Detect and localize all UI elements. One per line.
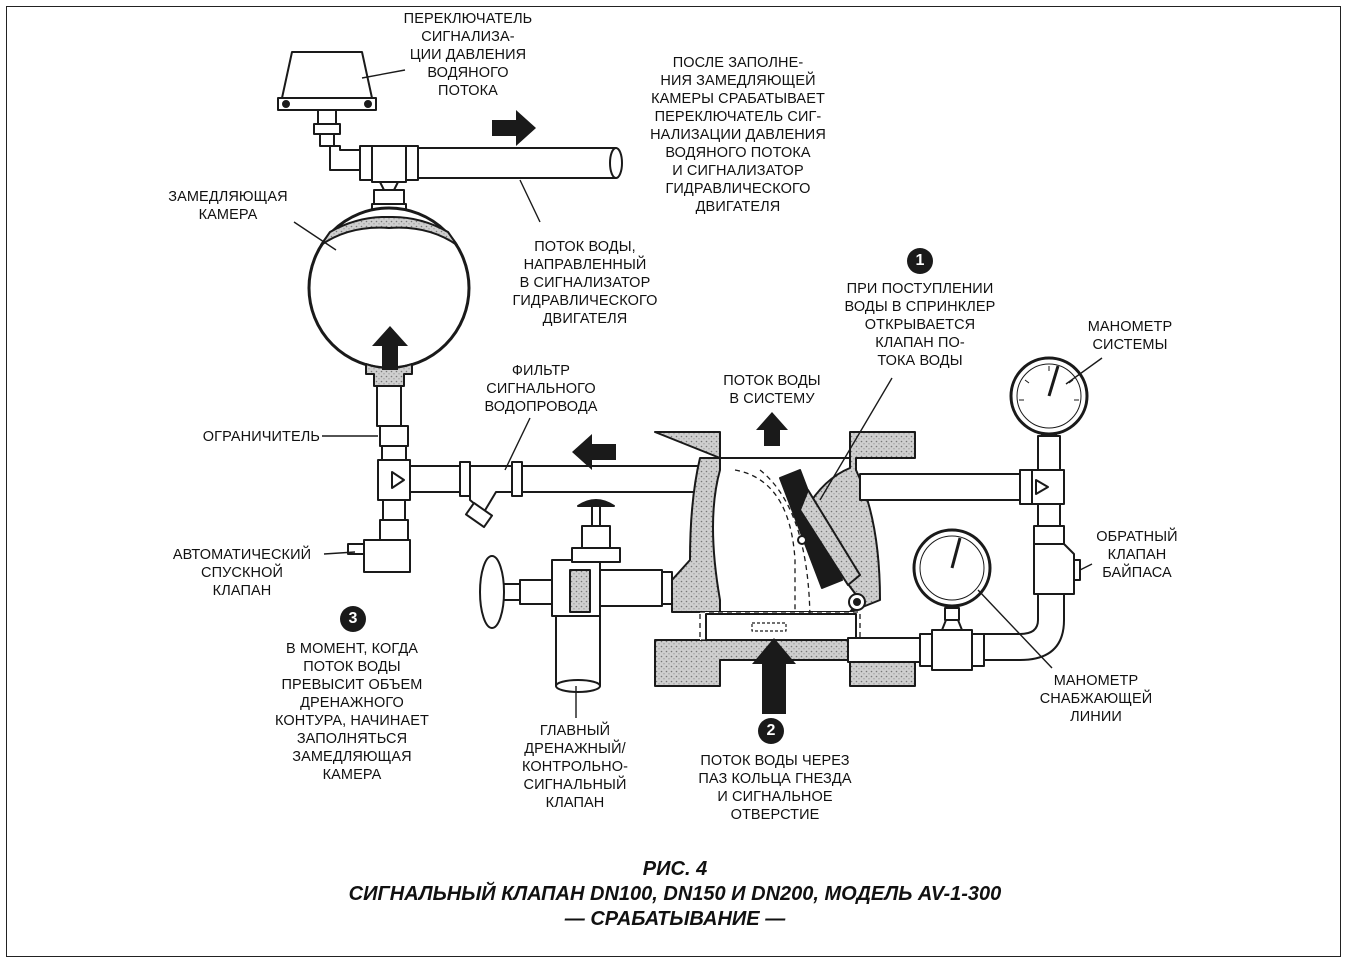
label-after-fill: ПОСЛЕ ЗАПОЛНЕ- НИЯ ЗАМЕДЛЯЮЩЕЙ КАМЕРЫ СР…	[650, 55, 826, 215]
leader-lines	[293, 69, 1103, 718]
supply-trim	[847, 528, 992, 671]
label-retard-chamber: ЗАМЕДЛЯЮЩАЯ КАМЕРА	[168, 189, 288, 223]
signal-pipe-top	[329, 145, 623, 205]
figure-number: РИС. 4	[642, 858, 708, 880]
label-alarm-strainer: ФИЛЬТР СИГНАЛЬНОГО ВОДОПРОВОДА	[484, 363, 598, 415]
step-2-badge: 2	[758, 718, 784, 744]
figure-subtitle: — СРАБАТЫВАНИЕ —	[564, 908, 786, 930]
retard-chamber	[307, 203, 471, 427]
step-1-badge: 1	[907, 248, 933, 274]
label-system-gauge: МАНОМЕТР СИСТЕМЫ	[1087, 319, 1173, 353]
label-bypass-check: ОБРАТНЫЙ КЛАПАН БАЙПАСА	[1096, 529, 1178, 581]
system-trim	[859, 356, 1089, 661]
alarm-line-strainer	[409, 461, 701, 529]
restrictor-and-drain	[347, 425, 411, 573]
step-3-badge: 3	[340, 606, 366, 632]
label-pressure-switch: ПЕРЕКЛЮЧАТЕЛЬ СИГНАЛИЗА- ЦИИ ДАВЛЕНИЯ ВО…	[403, 11, 533, 99]
figure-title: СИГНАЛЬНЫЙ КЛАПАН DN100, DN150 И DN200, …	[348, 883, 1002, 905]
label-supply-gauge: МАНОМЕТР СНАБЖАЮЩЕЙ ЛИНИИ	[1039, 673, 1153, 725]
figure-frame	[6, 6, 1341, 957]
label-clapper-opens: ПРИ ПОСТУПЛЕНИИ ВОДЫ В СПРИНКЛЕР ОТКРЫВА…	[844, 281, 996, 369]
label-seat-groove: ПОТОК ВОДЫ ЧЕРЕЗ ПАЗ КОЛЬЦА ГНЕЗДА И СИГ…	[698, 753, 852, 823]
label-flow-to-motor: ПОТОК ВОДЫ, НАПРАВЛЕННЫЙ В СИГНАЛИЗАТОР …	[512, 239, 658, 327]
label-chamber-fills: В МОМЕНТ, КОГДА ПОТОК ВОДЫ ПРЕВЫСИТ ОБЪЕ…	[275, 641, 429, 783]
alarm-valve-body	[654, 431, 916, 687]
main-drain-valve	[479, 499, 673, 693]
label-auto-drain: АВТОМАТИЧЕСКИЙ СПУСКНОЙ КЛАПАН	[172, 547, 312, 599]
pressure-switch	[277, 51, 377, 147]
label-flow-to-system: ПОТОК ВОДЫ В СИСТЕМУ	[723, 373, 821, 407]
figure-caption: РИС. 4 СИГНАЛЬНЫЙ КЛАПАН DN100, DN150 И …	[180, 857, 1170, 932]
flow-arrows	[372, 110, 796, 714]
label-restrictor: ОГРАНИЧИТЕЛЬ	[202, 429, 320, 445]
label-main-drain: ГЛАВНЫЙ ДРЕНАЖНЫЙ/ КОНТРОЛЬНО- СИГНАЛЬНЫ…	[521, 723, 629, 811]
